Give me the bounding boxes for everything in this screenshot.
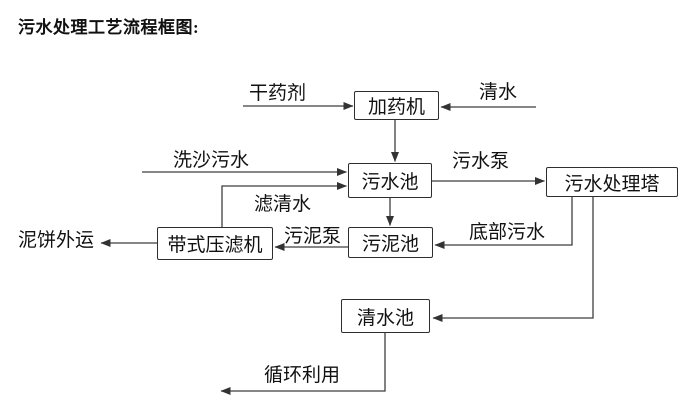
edge-label-mud-cake-out: 泥饼外运 bbox=[18, 230, 95, 251]
node-belt-filter-press: 带式压滤机 bbox=[157, 227, 273, 260]
connector-clean-water-pool-to-recycle bbox=[220, 333, 386, 395]
edge-label-clean-water: 清水 bbox=[479, 82, 518, 103]
node-treatment-tower: 污水处理塔 bbox=[546, 167, 678, 197]
edge-label-bottom-sewage: 底部污水 bbox=[469, 222, 546, 243]
node-sludge-pool: 污泥池 bbox=[348, 227, 433, 258]
connector-tower-to-clean-water-pool bbox=[432, 197, 594, 322]
edge-label-sand-washing-sewage: 洗沙污水 bbox=[173, 150, 250, 171]
node-dosing-machine: 加药机 bbox=[354, 91, 439, 120]
edge-label-sewage-pump: 污水泵 bbox=[452, 151, 510, 172]
edge-label-sludge-pump: 污泥泵 bbox=[284, 226, 342, 247]
connector-filtered-water-to-sewage-pool bbox=[221, 182, 347, 227]
connector-tower-bottom-sewage-to-sludge-pool bbox=[434, 197, 573, 249]
edge-label-recycle: 循环利用 bbox=[264, 365, 341, 386]
node-clean-water-pool: 清水池 bbox=[341, 299, 430, 333]
node-sewage-pool: 污水池 bbox=[348, 163, 432, 198]
edge-label-dry-agent: 干药剂 bbox=[249, 83, 307, 104]
edge-label-filtered-water: 滤清水 bbox=[254, 194, 312, 215]
diagram-title: 污水处理工艺流程框图: bbox=[18, 18, 200, 37]
